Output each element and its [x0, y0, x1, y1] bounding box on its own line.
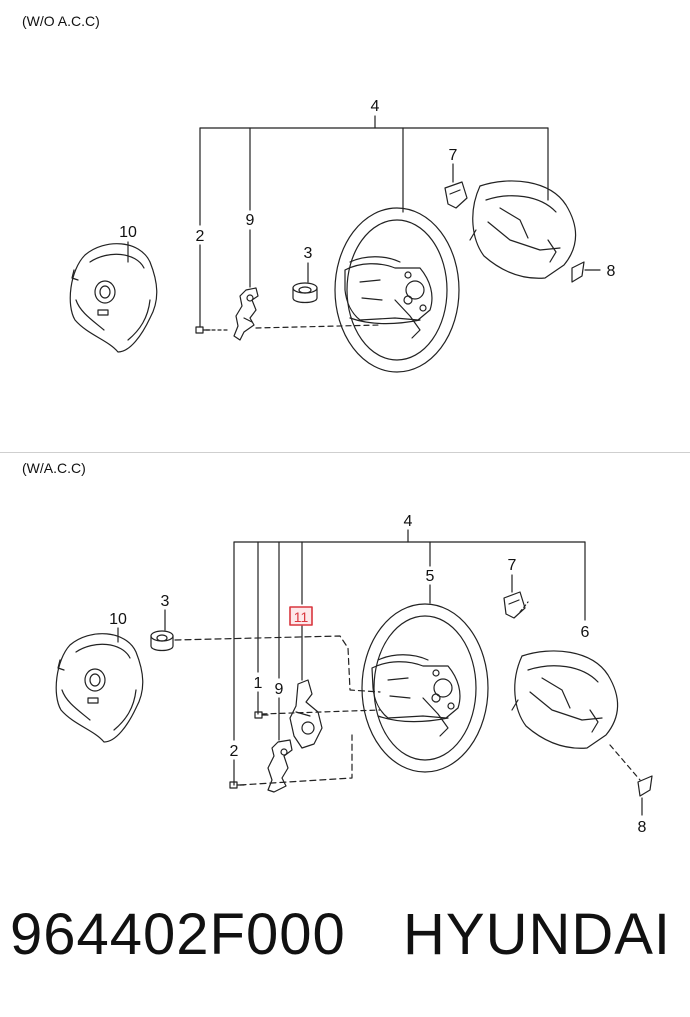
- callout-4: 4: [371, 98, 380, 115]
- airbag-module: [69, 243, 158, 353]
- damper-part: [292, 282, 318, 304]
- callout-11: 11: [294, 609, 309, 625]
- cap-part: [571, 261, 585, 283]
- callout-6: 6: [581, 624, 590, 641]
- callout-7: 7: [449, 147, 458, 164]
- steering-wheel: [361, 603, 489, 773]
- steering-wheel-exploded-diagram: 4 7 10 2 9 3 8 4 5 7 3 10 11 6 1 9 2 8: [55, 98, 653, 836]
- callout-3: 3: [161, 593, 170, 610]
- callout-3: 3: [304, 245, 313, 262]
- callout-2: 2: [230, 743, 239, 760]
- bolt-part: [229, 781, 245, 789]
- switch-cover-part: [444, 181, 468, 209]
- damper-part: [150, 630, 174, 652]
- section-divider: [0, 452, 690, 453]
- lower-cover-part: [511, 650, 619, 749]
- callout-10: 10: [109, 611, 127, 628]
- callout-10: 10: [119, 224, 137, 241]
- switch-cover-part: [503, 591, 526, 619]
- wiring-harness: [267, 739, 293, 793]
- wiring-harness: [233, 287, 259, 341]
- callout-8: 8: [607, 263, 616, 280]
- airbag-module: [55, 633, 144, 743]
- leader-lines-bottom: [117, 529, 643, 816]
- bolt-part: [195, 326, 211, 334]
- lower-cover-part: [469, 180, 577, 279]
- acc-switch-part: [289, 679, 323, 749]
- bolt-part: [254, 711, 269, 719]
- steering-wheel: [334, 207, 460, 373]
- section-label-without-acc: (W/O A.C.C): [22, 13, 100, 29]
- callout-2: 2: [196, 228, 205, 245]
- callout-4: 4: [404, 513, 413, 530]
- callout-7: 7: [508, 557, 517, 574]
- cap-part: [637, 775, 653, 797]
- section-label-with-acc: (W/A.C.C): [22, 460, 86, 476]
- callout-1: 1: [254, 675, 263, 692]
- highlight-box: [289, 606, 313, 626]
- leader-lines-top: [127, 115, 601, 331]
- callout-9: 9: [246, 212, 255, 229]
- part-number: 964402F000: [10, 902, 346, 967]
- callout-5: 5: [426, 568, 435, 585]
- callout-8: 8: [638, 819, 647, 836]
- brand-name: HYUNDAI: [403, 902, 672, 967]
- callout-9: 9: [275, 681, 284, 698]
